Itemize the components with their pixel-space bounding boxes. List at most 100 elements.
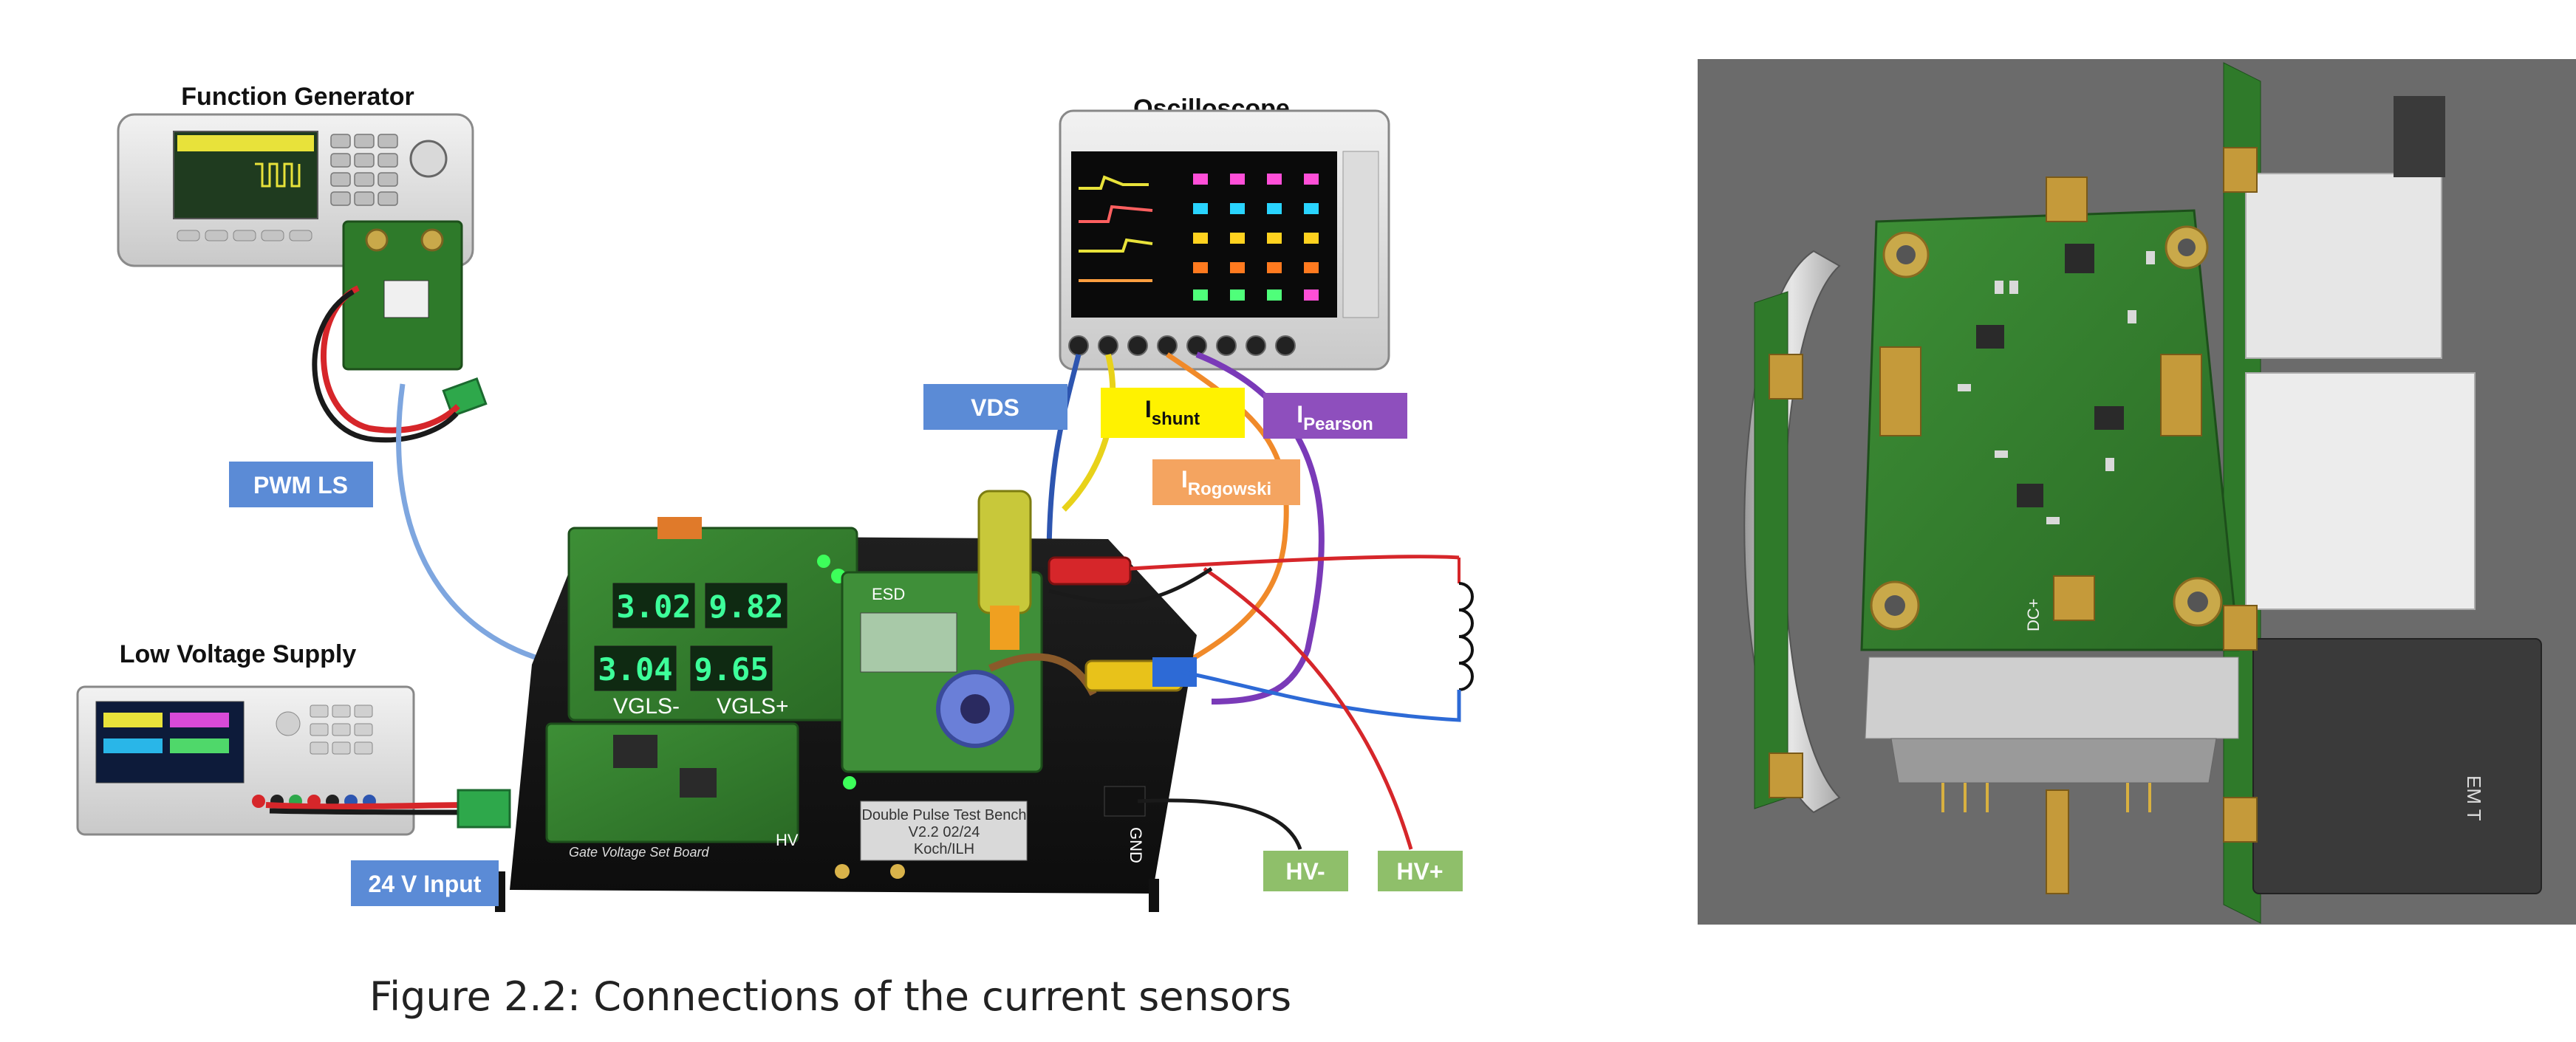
display-3: 3.04: [598, 651, 672, 688]
display-3-bg: [594, 645, 677, 691]
i-rogowski-tag: [1152, 459, 1300, 505]
i-rogowski-sub: Rogowski: [1188, 479, 1271, 499]
gvsb-inductor-2: [680, 768, 717, 798]
render-baseplate-2: [1890, 738, 2217, 784]
render-top-block: [2394, 96, 2445, 177]
vgls-plus-label: VGLS+: [717, 694, 789, 719]
figure-caption: Figure 2.2: Connections of the current s…: [369, 973, 1291, 1020]
render-pins: [1941, 783, 2151, 812]
i-shunt-sub: shunt: [1152, 409, 1200, 429]
figure-caption-text: Connections of the current sensors: [593, 973, 1292, 1020]
pwm-cable: [396, 383, 562, 668]
oscilloscope-traces: [1079, 175, 1153, 282]
fg-bnc-2: [420, 228, 444, 252]
input-24v-tag: [351, 860, 499, 906]
hv-plus-tag: [1378, 851, 1463, 891]
oscilloscope-group: Oscilloscope: [1059, 81, 1390, 371]
fg-black-cable: [312, 289, 459, 443]
render-gold-connectors: [1769, 147, 2258, 894]
display-4: 9.65: [694, 651, 768, 688]
board-input-terminal: [457, 789, 511, 829]
test-bench-board: 3.02 9.82 3.04 9.65 VGLS- VGLS+ Gate Vol…: [495, 490, 1197, 912]
i-rogowski-main: I: [1181, 466, 1188, 493]
esd-label: ESD: [872, 585, 905, 603]
render-cap-1: [2245, 173, 2442, 359]
i-pearson-tag: [1263, 393, 1407, 439]
hv-plus-terminal: [1048, 556, 1132, 586]
hv-minus-tag: [1263, 851, 1348, 891]
board-standoff-1: [835, 864, 850, 879]
gate-voltage-set-board: [545, 722, 799, 843]
function-generator-knob: [409, 140, 448, 178]
vgls-minus-label: VGLS-: [613, 694, 680, 719]
shunt-probe-cable: [1062, 354, 1116, 512]
i-shunt-text: Ishunt: [1145, 396, 1200, 429]
display-2-bg: [705, 583, 788, 628]
function-generator-group: Function Generator: [117, 66, 488, 443]
i-shunt-main: I: [1145, 396, 1152, 422]
shunt-probe: [977, 490, 1032, 614]
function-generator-keypad: [330, 134, 398, 206]
render-ics: [1976, 244, 2124, 507]
display-2: 9.82: [708, 589, 783, 625]
lv-black-cable: [269, 808, 481, 815]
render-mounting-hole-centers: [1885, 239, 2208, 616]
low-voltage-supply-label: Low Voltage Supply: [120, 640, 357, 668]
i-shunt-tag: [1101, 388, 1245, 438]
function-generator-label: Function Generator: [181, 83, 414, 111]
render-baseplate-1: [1865, 657, 2239, 739]
gnd-label: GND: [1127, 827, 1145, 863]
fg-adapter-label: [383, 280, 429, 318]
bench-title-line1: Double Pulse Test Bench: [861, 807, 1026, 823]
pearson-coil-hole: [960, 694, 990, 724]
oscilloscope-pulses: [1193, 174, 1319, 301]
fg-bnc-1: [365, 228, 389, 252]
display-1: 3.02: [616, 589, 691, 625]
low-voltage-supply-group: Low Voltage Supply: [76, 628, 415, 836]
hv-minus-text: HV-: [1285, 858, 1325, 885]
render-cap-2: [2245, 372, 2476, 610]
board-led: [817, 555, 830, 568]
display-1-bg: [612, 583, 695, 628]
pwm-ls-tag: [229, 462, 373, 507]
oscilloscope-control-panel: [1342, 151, 1379, 318]
hv-plus-wire-down: [1203, 566, 1413, 850]
render-block-label: EM T: [2463, 775, 2485, 821]
hv-board-label: HV: [776, 831, 799, 849]
vds-tag: [923, 384, 1067, 430]
gate-voltage-set-board-label: Gate Voltage Set Board: [569, 845, 709, 860]
power-pcb-module: [860, 612, 957, 673]
vds-text: VDS: [971, 394, 1019, 421]
black-jumper-wire: [1048, 566, 1213, 604]
hv-plus-wire-top: [1130, 555, 1460, 571]
function-generator-screen-header: [177, 135, 314, 151]
function-generator-waveform: [255, 162, 301, 188]
render-smd-parts: [1958, 251, 2155, 524]
hv-plus-text: HV+: [1396, 858, 1443, 885]
function-generator-softkeys: [177, 230, 312, 241]
render-dc-plus-label: DC+: [2024, 598, 2043, 631]
i-pearson-main: I: [1296, 401, 1303, 428]
input-24v-text: 24 V Input: [369, 871, 482, 897]
load-inductor: [1458, 582, 1474, 691]
fg-red-cable: [321, 285, 460, 433]
vds-probe-cable: [1046, 354, 1082, 562]
lv-red-cable: [265, 802, 481, 810]
bench-title-plate: [860, 801, 1028, 861]
tags: PWM LS VDS Ishunt IPearson IRogowski 24 …: [229, 384, 1463, 906]
figure-caption-prefix: Figure 2.2:: [369, 973, 581, 1020]
display-4-bg: [690, 645, 773, 691]
lv-supply-label-bg: [89, 628, 399, 672]
power-led: [843, 776, 856, 789]
gvsb-inductor: [613, 735, 657, 768]
render-dark-block: [2252, 638, 2542, 894]
bench-title-line3: Koch/ILH: [914, 841, 974, 857]
shunt-probe-tip: [990, 606, 1019, 650]
hv-minus-wire-down: [1137, 798, 1302, 850]
board-leg-2: [1149, 879, 1159, 912]
lv-supply-keypad: [276, 705, 373, 755]
board-standoff-2: [890, 864, 905, 879]
i-pearson-sub: Pearson: [1303, 414, 1373, 434]
bench-title-line2: V2.2 02/24: [909, 824, 980, 840]
